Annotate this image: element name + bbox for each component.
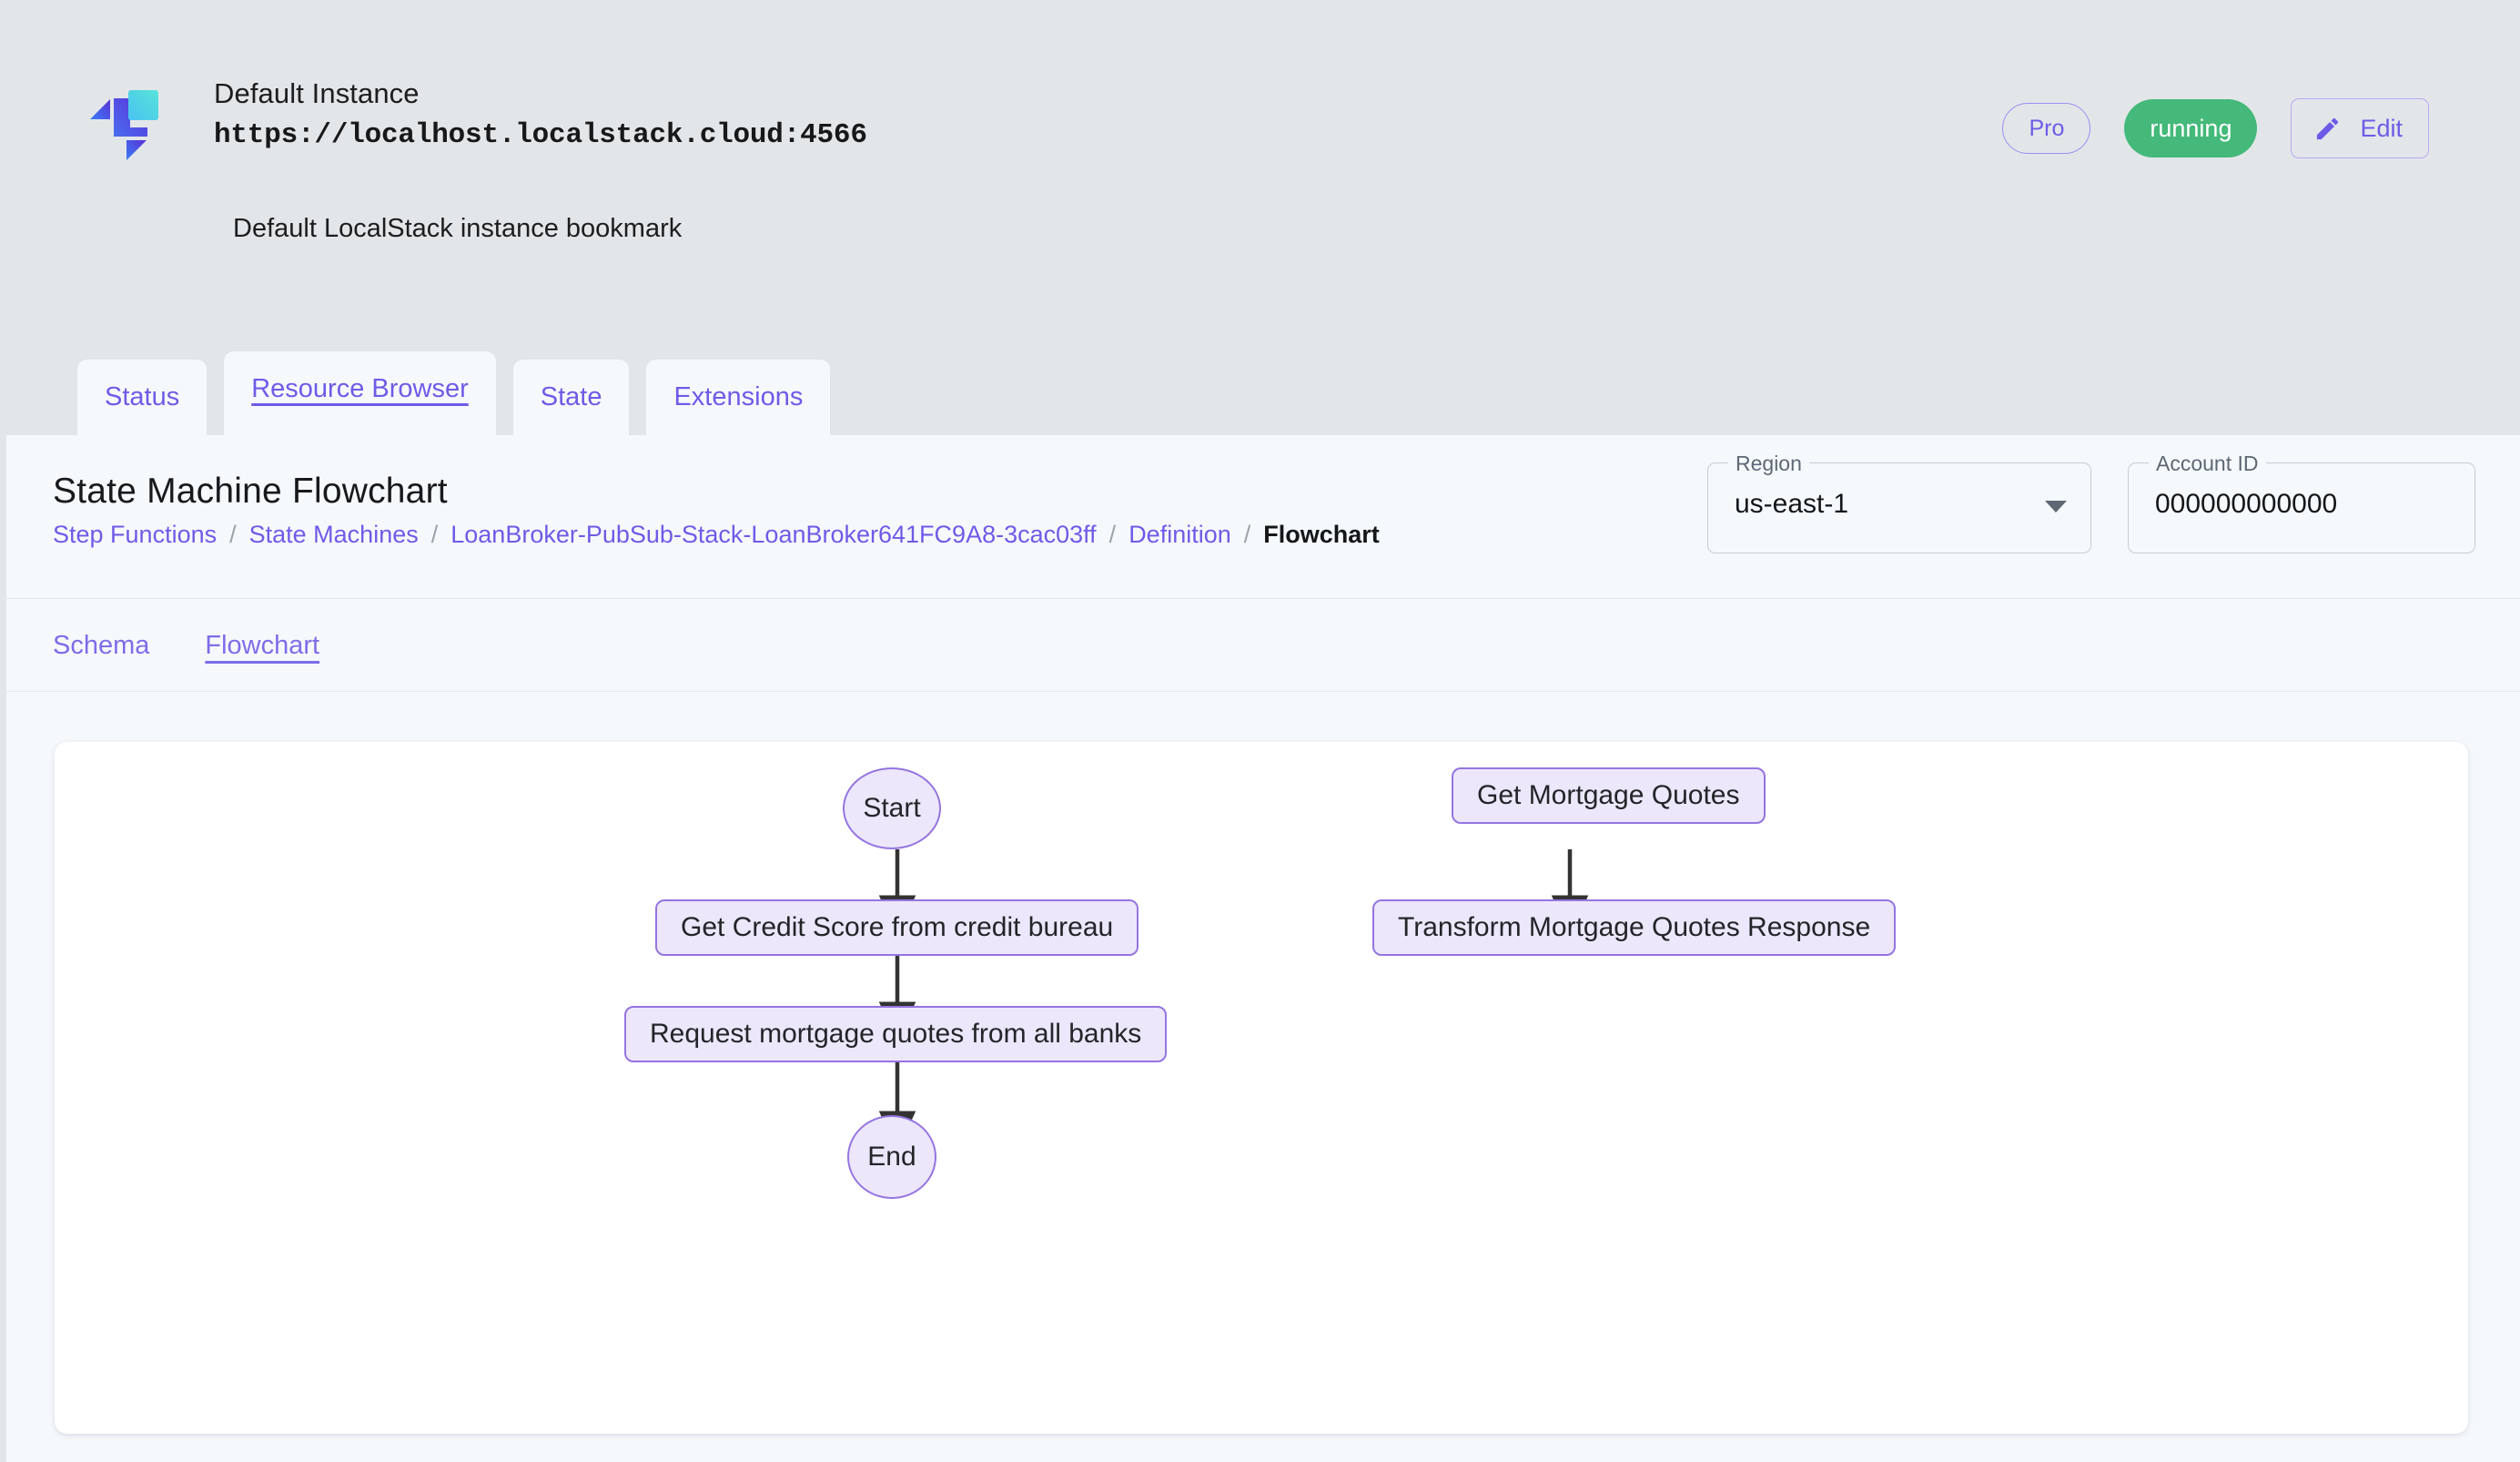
flow-node-get-credit-score-label: Get Credit Score from credit bureau	[681, 912, 1114, 942]
flowchart-edges	[878, 849, 1589, 1152]
status-badge: running	[2124, 99, 2258, 157]
region-field-value: us-east-1	[1735, 489, 1849, 519]
left-gutter	[0, 435, 6, 1462]
sub-tab-schema[interactable]: Schema	[53, 630, 150, 660]
flowchart-canvas[interactable]: Start Get Credit Score from credit burea…	[55, 742, 2468, 1434]
account-id-field[interactable]: Account ID 000000000000	[2128, 452, 2475, 553]
chevron-down-icon[interactable]	[2045, 501, 2067, 513]
sub-tab-flowchart[interactable]: Flowchart	[205, 630, 320, 660]
breadcrumb: Step Functions / State Machines / LoanBr…	[53, 521, 1380, 549]
region-field[interactable]: Region us-east-1	[1707, 452, 2091, 553]
flow-node-end[interactable]: End	[847, 1115, 936, 1199]
page-header: State Machine Flowchart Step Functions /…	[0, 435, 2520, 599]
tab-extensions[interactable]: Extensions	[646, 360, 831, 435]
account-id-field-label: Account ID	[2149, 452, 2266, 475]
tab-status[interactable]: Status	[77, 360, 207, 435]
tab-extensions-label: Extensions	[673, 382, 804, 411]
breadcrumb-item-step-functions[interactable]: Step Functions	[53, 521, 218, 548]
flow-node-end-label: End	[867, 1142, 916, 1172]
tab-status-label: Status	[105, 382, 180, 411]
flow-node-get-mortgage-quotes[interactable]: Get Mortgage Quotes	[1452, 767, 1766, 824]
flow-node-start-label: Start	[863, 793, 921, 823]
breadcrumb-separator: /	[430, 521, 439, 548]
tab-state[interactable]: State	[512, 360, 630, 435]
header-controls: Pro running Edit	[2002, 98, 2429, 158]
edit-button[interactable]: Edit	[2291, 98, 2429, 158]
flow-node-start[interactable]: Start	[843, 767, 941, 849]
sub-tab-bar: Schema Flowchart	[0, 600, 2520, 692]
breadcrumb-item-state-machine-name[interactable]: LoanBroker-PubSub-Stack-LoanBroker641FC9…	[450, 521, 1097, 548]
flow-node-get-credit-score[interactable]: Get Credit Score from credit bureau	[655, 899, 1139, 956]
tab-state-label: State	[540, 382, 602, 411]
pencil-icon	[2313, 115, 2342, 143]
region-field-label: Region	[1728, 452, 1809, 475]
flow-node-transform-mortgage-quotes-response-label: Transform Mortgage Quotes Response	[1398, 912, 1871, 942]
breadcrumb-item-state-machines[interactable]: State Machines	[248, 521, 419, 548]
instance-name: Default Instance	[214, 77, 420, 109]
flow-node-transform-mortgage-quotes-response[interactable]: Transform Mortgage Quotes Response	[1372, 899, 1897, 956]
tab-resource-browser[interactable]: Resource Browser	[224, 351, 496, 435]
account-id-field-value: 000000000000	[2155, 489, 2338, 519]
flow-node-request-mortgage-quotes[interactable]: Request mortgage quotes from all banks	[624, 1006, 1168, 1062]
flow-node-get-mortgage-quotes-label: Get Mortgage Quotes	[1477, 780, 1740, 810]
flow-node-request-mortgage-quotes-label: Request mortgage quotes from all banks	[650, 1019, 1142, 1049]
localstack-logo-icon	[86, 80, 163, 164]
breadcrumb-item-flowchart: Flowchart	[1263, 521, 1380, 548]
page-title: State Machine Flowchart	[53, 472, 448, 511]
pro-badge[interactable]: Pro	[2002, 103, 2091, 154]
breadcrumb-separator: /	[1108, 521, 1117, 548]
main-tab-bar: Status Resource Browser State Extensions	[77, 351, 831, 435]
tab-resource-browser-label: Resource Browser	[251, 373, 469, 403]
content-panel: State Machine Flowchart Step Functions /…	[0, 435, 2520, 1462]
flowchart-card: Start Get Credit Score from credit burea…	[55, 742, 2468, 1434]
instance-url: https://localhost.localstack.cloud:4566	[214, 119, 867, 152]
instance-description: Default LocalStack instance bookmark	[233, 214, 683, 243]
instance-identity: Default Instance https://localhost.local…	[86, 76, 867, 164]
breadcrumb-item-definition[interactable]: Definition	[1128, 521, 1231, 548]
breadcrumb-separator: /	[1243, 521, 1251, 548]
edit-button-label: Edit	[2360, 114, 2403, 142]
breadcrumb-separator: /	[229, 521, 237, 548]
